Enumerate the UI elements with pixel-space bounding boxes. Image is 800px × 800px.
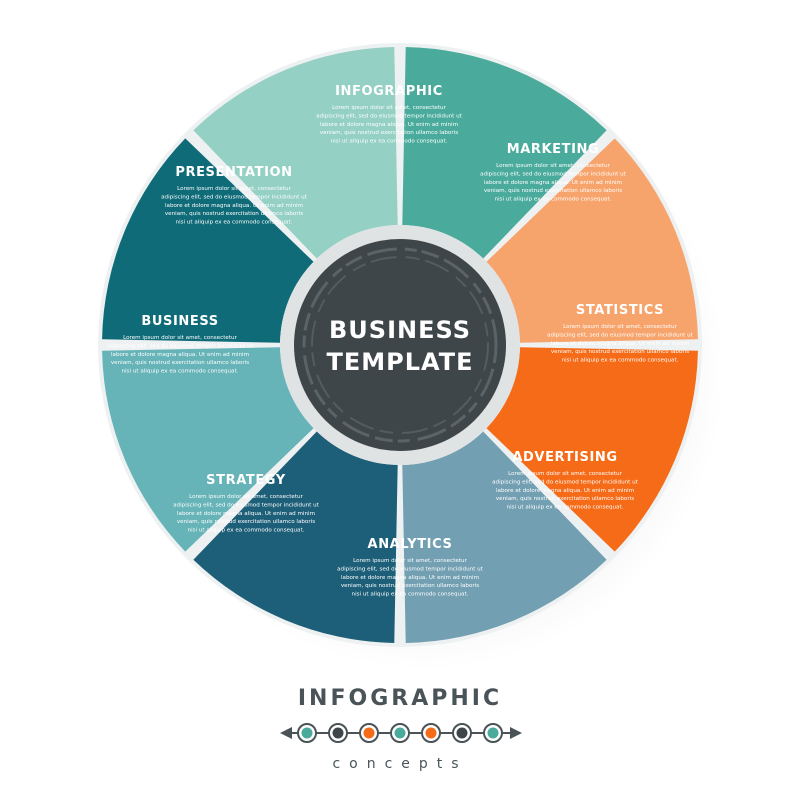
segment-body-line: nisi ut aliquip ex ea commodo consequat.: [352, 592, 469, 598]
segment-body-line: veniam, quis nostrud exercitation ullamc…: [484, 188, 622, 194]
center-badge: BUSINESS TEMPLATE: [280, 225, 520, 465]
segment-infographic: [402, 47, 607, 259]
segment-body-line: nisi ut aliquip ex ea commodo consequat.: [176, 220, 293, 226]
segment-body-line: nisi ut aliquip ex ea commodo consequat.: [562, 358, 679, 364]
segment-title-business: BUSINESS: [141, 314, 218, 329]
footer-dot: [363, 727, 375, 739]
segment-body-strategy: Lorem ipsum dolor sit amet, consectetur a…: [173, 494, 320, 534]
segment-body-line: veniam, quis nostrud exercitation ullamc…: [165, 211, 303, 217]
labels-layer: INFOGRAPHIC Lorem ipsum dolor sit amet, c…: [107, 84, 694, 598]
segment-title-statistics: STATISTICS: [576, 303, 664, 318]
footer-dot: [332, 727, 344, 739]
segment-body-line: veniam, quis nostrud exercitation ullamc…: [341, 583, 479, 589]
segment-advertising: [402, 431, 607, 643]
segment-body-line: Lorem ipsum dolor sit amet, consectetur: [563, 324, 677, 330]
segment-body-business: Lorem ipsum dolor sit amet, consectetur a…: [107, 335, 254, 375]
segment-body-analytics: Lorem ipsum dolor sit amet, consectetur a…: [337, 558, 484, 598]
segment-statistics: [486, 347, 698, 552]
segment-body-line: veniam, quis nostrud exercitation ullamc…: [111, 360, 249, 366]
segment-body-line: veniam, quis nostrud exercitation ullamc…: [177, 519, 315, 525]
segment-body-line: labore et dolore magna aliqua. Ut enim a…: [320, 122, 458, 128]
footer-dot: [394, 727, 406, 739]
segment-body-line: Lorem ipsum dolor sit amet, consectetur: [177, 186, 291, 192]
segments-layer: [102, 47, 698, 643]
segment-body-line: adipiscing elit, sed do eiusmod tempor i…: [161, 194, 308, 200]
segment-body-line: nisi ut aliquip ex ea commodo consequat.: [122, 369, 239, 375]
segment-title-advertising: ADVERTISING: [512, 450, 617, 465]
segment-body-line: labore et dolore magna aliqua. Ut enim a…: [177, 511, 315, 517]
segment-body-line: nisi ut aliquip ex ea commodo consequat.: [331, 139, 448, 145]
center-title-line-2: TEMPLATE: [326, 348, 473, 376]
segment-body-statistics: Lorem ipsum dolor sit amet, consectetur a…: [547, 324, 694, 364]
segment-body-line: nisi ut aliquip ex ea commodo consequat.: [188, 528, 305, 534]
segment-body-line: Lorem ipsum dolor sit amet, consectetur: [123, 335, 237, 341]
segment-body-line: nisi ut aliquip ex ea commodo consequat.: [507, 505, 624, 511]
segment-body-line: labore et dolore magna aliqua. Ut enim a…: [341, 575, 479, 581]
footer-title: INFOGRAPHIC: [298, 686, 502, 711]
segment-body-line: labore et dolore magna aliqua. Ut enim a…: [484, 180, 622, 186]
segment-body-line: labore et dolore magna aliqua. Ut enim a…: [111, 352, 249, 358]
footer-dots: [297, 723, 503, 743]
segment-title-strategy: STRATEGY: [206, 473, 286, 488]
center-circle: [294, 239, 506, 451]
center-brush-ring-inner: [311, 256, 489, 434]
segment-body-line: labore et dolore magna aliqua. Ut enim a…: [165, 203, 303, 209]
segment-body-infographic: Lorem ipsum dolor sit amet, consectetur a…: [316, 105, 463, 145]
segment-body-line: Lorem ipsum dolor sit amet, consectetur: [332, 105, 446, 111]
segment-body-line: Lorem ipsum dolor sit amet, consectetur: [353, 558, 467, 564]
segment-body-line: labore et dolore magna aliqua. Ut enim a…: [551, 341, 689, 347]
footer-dot: [425, 727, 437, 739]
segment-body-line: adipiscing elit, sed do eiusmod tempor i…: [492, 479, 639, 485]
segment-body-line: adipiscing elit, sed do eiusmod tempor i…: [316, 113, 463, 119]
segment-strategy: [102, 347, 314, 552]
segment-body-line: veniam, quis nostrud exercitation ullamc…: [320, 130, 458, 136]
segment-business: [102, 138, 314, 343]
segment-body-line: adipiscing elit, sed do eiusmod tempor i…: [173, 502, 320, 508]
segment-title-marketing: MARKETING: [507, 142, 600, 157]
segment-body-line: nisi ut aliquip ex ea commodo consequat.: [495, 197, 612, 203]
arrow-right-icon: [510, 727, 522, 739]
segment-title-analytics: ANALYTICS: [368, 537, 453, 552]
segment-title-presentation: PRESENTATION: [175, 165, 292, 180]
segment-body-line: adipiscing elit, sed do eiusmod tempor i…: [107, 343, 254, 349]
segment-marketing: [486, 138, 698, 343]
segment-body-line: adipiscing elit, sed do eiusmod tempor i…: [337, 566, 484, 572]
segment-body-line: Lorem ipsum dolor sit amet, consectetur: [189, 494, 303, 500]
segment-body-line: Lorem ipsum dolor sit amet, consectetur: [508, 471, 622, 477]
segment-body-line: veniam, quis nostrud exercitation ullamc…: [496, 496, 634, 502]
footer-dot: [487, 727, 499, 739]
segment-body-line: labore et dolore magna aliqua. Ut enim a…: [496, 488, 634, 494]
footer-dot: [301, 727, 313, 739]
segment-body-line: veniam, quis nostrud exercitation ullamc…: [551, 349, 689, 355]
center-brush-ring: [302, 247, 498, 443]
segment-body-presentation: Lorem ipsum dolor sit amet, consectetur a…: [161, 186, 308, 226]
segment-body-advertising: Lorem ipsum dolor sit amet, consectetur a…: [492, 471, 639, 511]
segment-body-line: adipiscing elit, sed do eiusmod tempor i…: [547, 332, 694, 338]
arrow-left-icon: [280, 727, 292, 739]
segment-analytics: [193, 431, 398, 643]
center-title-line-1: BUSINESS: [329, 316, 471, 344]
segment-presentation: [193, 47, 398, 259]
segment-body-marketing: Lorem ipsum dolor sit amet, consectetur a…: [480, 163, 627, 203]
footer-subtitle: concepts: [332, 756, 467, 772]
segment-body-line: adipiscing elit, sed do eiusmod tempor i…: [480, 171, 627, 177]
segment-body-line: Lorem ipsum dolor sit amet, consectetur: [496, 163, 610, 169]
segment-title-infographic: INFOGRAPHIC: [335, 84, 443, 99]
footer-dot: [456, 727, 468, 739]
footer: INFOGRAPHIC concepts: [280, 686, 522, 772]
